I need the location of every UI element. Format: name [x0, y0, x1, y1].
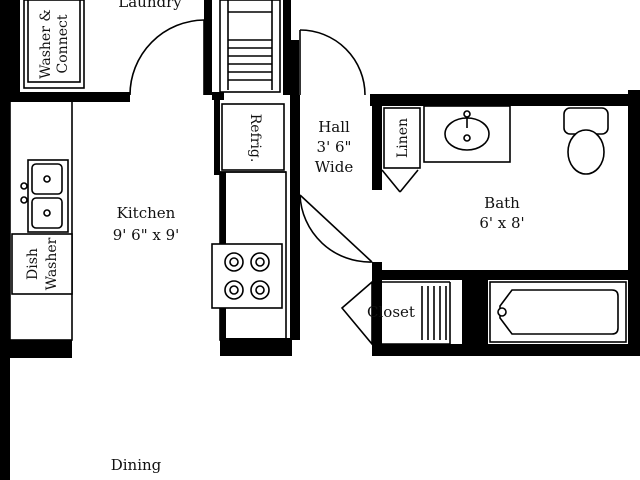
hall-dim-2: Wide	[315, 158, 354, 176]
linen-closet	[383, 107, 421, 169]
pantry-shelves	[219, 0, 281, 93]
stove-top	[211, 243, 283, 309]
kitchen-label: Kitchen	[117, 204, 176, 222]
wall-left-outer	[0, 0, 10, 480]
kitchen-sink	[20, 159, 69, 233]
washer-label-line2: Connect	[55, 14, 71, 73]
dining-label: Dining	[111, 456, 162, 474]
dishwasher-label-line2: Washer	[44, 237, 60, 290]
wall-tub-left	[462, 270, 488, 354]
washer-inner	[27, 0, 81, 83]
linen-label: Linen	[395, 118, 411, 158]
dishwasher-box	[11, 233, 73, 295]
laundry-label: Laundry	[118, 0, 182, 11]
kitchen-dim: 9' 6" x 9'	[113, 226, 180, 244]
wall-refrig-left	[214, 95, 220, 175]
wall-bath-top	[370, 94, 628, 106]
vanity	[423, 105, 511, 163]
toilet	[563, 107, 609, 175]
wall-laundry-bottom	[10, 92, 130, 102]
room-labels: Laundry Washer & Connect Refrig. Hall 3'…	[25, 0, 525, 474]
hall-dim-1: 3' 6"	[317, 138, 352, 156]
linen-door	[381, 169, 401, 193]
bath-door-arc	[299, 194, 373, 263]
dishwasher	[11, 233, 73, 295]
left-counter	[9, 99, 73, 341]
linen-door-2	[399, 169, 419, 193]
laundry-door-arc	[129, 19, 205, 96]
bath-dim: 6' x 8'	[479, 214, 524, 232]
toilet-bowl	[567, 129, 605, 175]
doors	[129, 19, 419, 263]
hall-closet	[340, 280, 451, 347]
bath-label: Bath	[484, 194, 520, 212]
bath-door-leaf	[299, 194, 373, 263]
washer-label-line1: Washer &	[38, 9, 54, 79]
stove	[211, 243, 283, 309]
wall-hall-left	[290, 95, 300, 340]
dishwasher-label-line1: Dish	[25, 248, 41, 280]
wall-bath-left-upper	[372, 94, 382, 190]
closet-shape	[340, 280, 373, 347]
counters	[9, 99, 287, 341]
washer-connection	[23, 0, 85, 89]
wall-laundry-right	[204, 0, 212, 95]
wall-hall-top	[291, 40, 299, 95]
wall-kitchen-bottom-left	[10, 340, 72, 358]
linen-box	[383, 107, 421, 169]
closet-label: Closet	[367, 303, 415, 321]
refrig-box	[221, 103, 285, 171]
bathtub	[489, 281, 627, 343]
wall-laundry-left	[10, 0, 20, 100]
hall-label: Hall	[318, 118, 350, 136]
wall-bath-left-lower	[372, 262, 382, 354]
sink-drain	[463, 134, 471, 142]
hall-door-arc	[299, 29, 366, 96]
wall-right-outer	[628, 90, 640, 355]
wall-kitchen-bottom-right	[220, 338, 292, 356]
tub-inner	[499, 289, 619, 335]
wall-tub-top	[382, 270, 628, 280]
refrigerator-label: Refrig.	[247, 114, 263, 163]
wall-bottom-right	[372, 344, 640, 356]
pantry-box	[219, 0, 281, 93]
wall-pantry-right	[283, 0, 291, 95]
